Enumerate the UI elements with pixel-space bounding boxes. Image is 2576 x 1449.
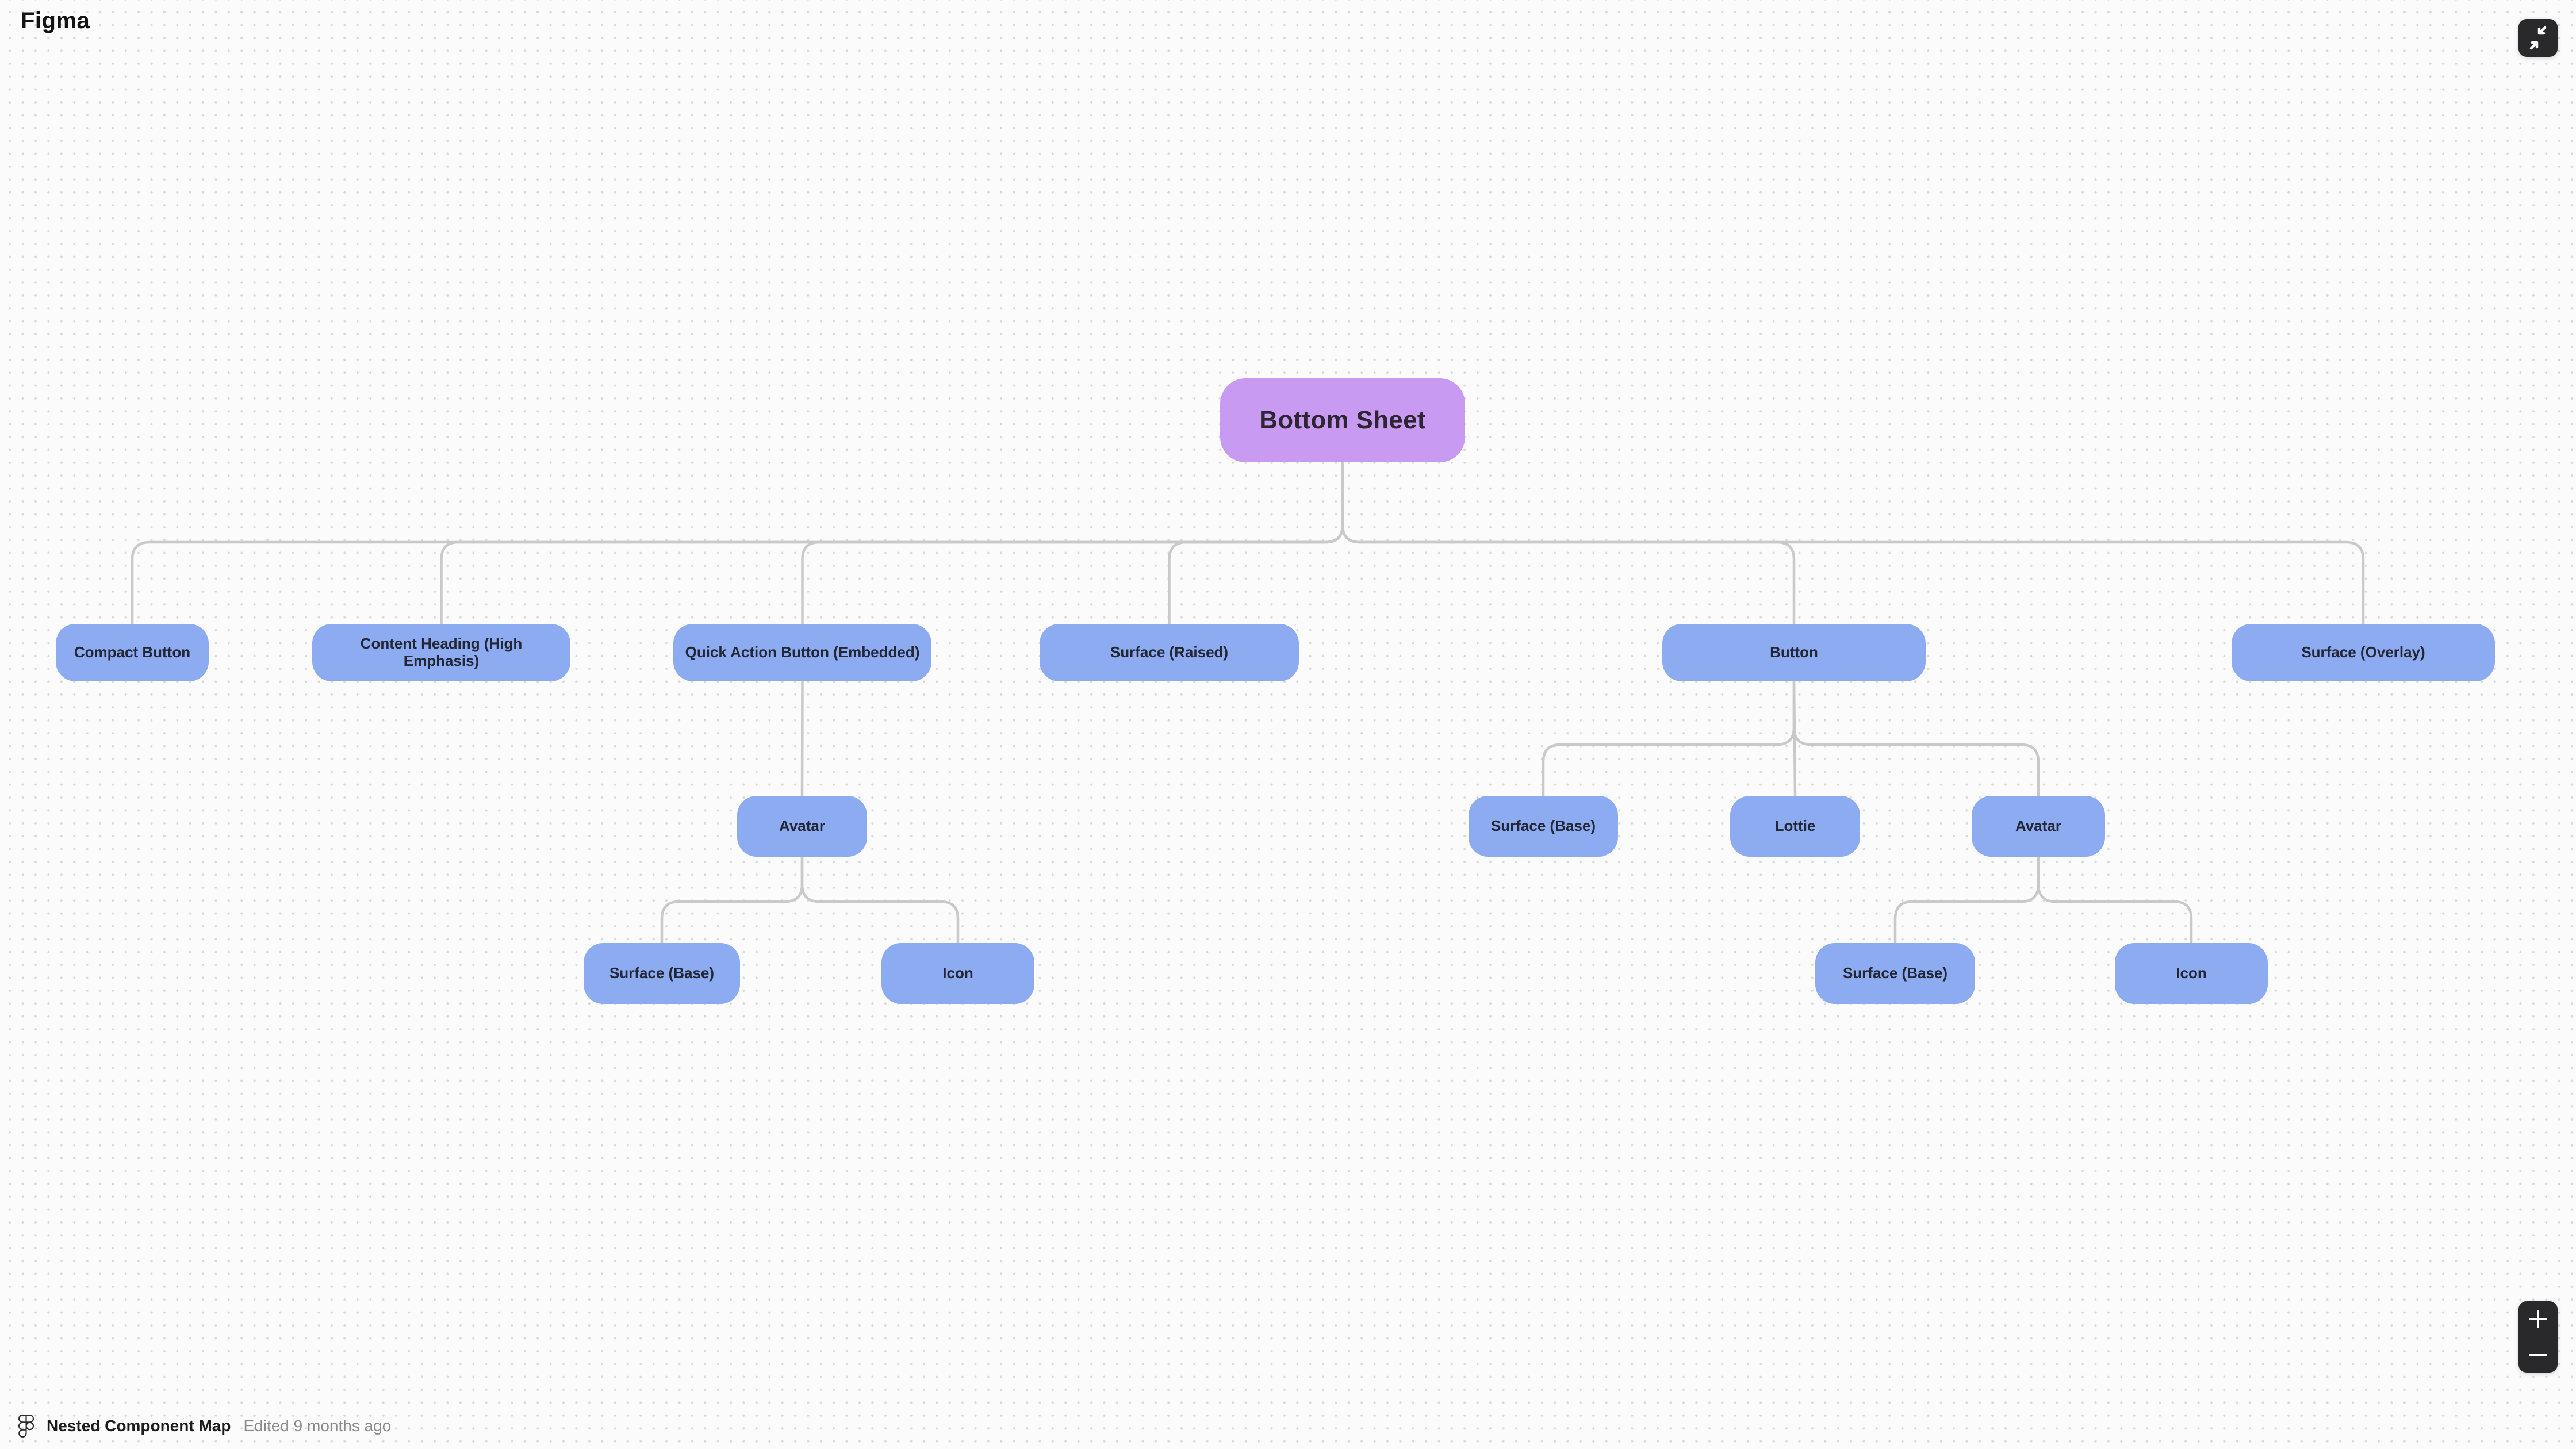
node-compact-button[interactable]: Compact Button — [56, 624, 209, 681]
edge-avatar-2-to-surface-base-3 — [1893, 857, 2040, 943]
file-title[interactable]: Nested Component Map — [47, 1417, 231, 1435]
collapse-icon — [2529, 26, 2547, 50]
node-button[interactable]: Button — [1662, 624, 1926, 681]
edge-bottom-sheet-to-surface-raised — [1168, 462, 1344, 624]
zoom-in-button[interactable] — [2518, 1301, 2558, 1337]
collapse-button[interactable] — [2518, 19, 2558, 57]
edge-avatar-1-to-icon-1 — [800, 857, 960, 943]
node-icon-2[interactable]: Icon — [2115, 943, 2268, 1004]
node-surface-overlay[interactable]: Surface (Overlay) — [2232, 624, 2495, 681]
node-surface-base-1[interactable]: Surface (Base) — [584, 943, 740, 1004]
zoom-controls — [2518, 1301, 2558, 1373]
figma-wordmark[interactable]: Figma — [21, 8, 90, 33]
node-avatar-2[interactable]: Avatar — [1972, 796, 2105, 857]
node-surface-raised[interactable]: Surface (Raised) — [1040, 624, 1299, 681]
plus-icon — [2529, 1310, 2547, 1328]
edge-bottom-sheet-to-surface-overlay — [1341, 462, 2365, 624]
minus-icon — [2529, 1354, 2547, 1356]
file-info-bar: Nested Component Map Edited 9 months ago — [18, 1410, 391, 1442]
node-bottom-sheet[interactable]: Bottom Sheet — [1220, 378, 1465, 462]
node-avatar-1[interactable]: Avatar — [737, 796, 867, 857]
edge-quick-action-button-to-avatar-1 — [800, 681, 804, 796]
edge-avatar-1-to-surface-base-1 — [660, 857, 804, 943]
node-icon-1[interactable]: Icon — [881, 943, 1034, 1004]
node-quick-action-button[interactable]: Quick Action Button (Embedded) — [673, 624, 931, 681]
edge-button-to-surface-base-2 — [1542, 681, 1796, 796]
figma-logo-icon — [18, 1414, 34, 1438]
node-surface-base-3[interactable]: Surface (Base) — [1815, 943, 1975, 1004]
edge-button-to-avatar-2 — [1792, 681, 2040, 796]
node-lottie[interactable]: Lottie — [1730, 796, 1860, 857]
edge-avatar-2-to-icon-2 — [2037, 857, 2193, 943]
file-edited-meta: Edited 9 months ago — [243, 1417, 392, 1435]
node-content-heading[interactable]: Content Heading (High Emphasis) — [312, 624, 570, 681]
node-surface-base-2[interactable]: Surface (Base) — [1469, 796, 1618, 857]
zoom-out-button[interactable] — [2518, 1337, 2558, 1373]
